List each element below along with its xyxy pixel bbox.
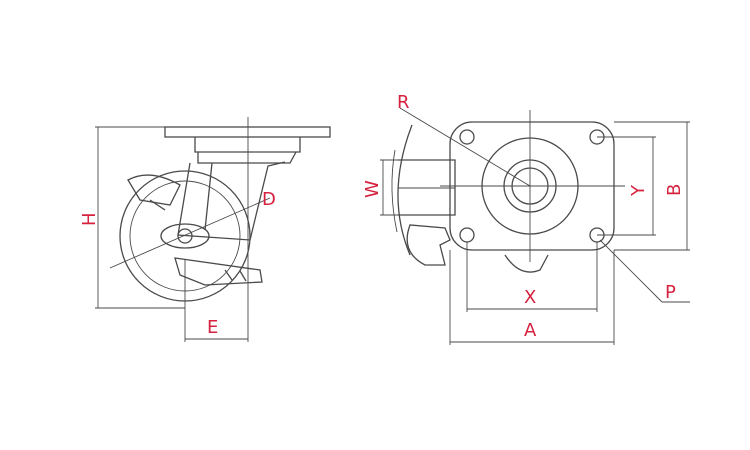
side-top-plate [164, 126, 331, 138]
label-e: E [207, 317, 218, 338]
side-view: H E D [79, 117, 331, 342]
top-view: R W Y B X A P [362, 92, 690, 345]
d-dim-line [109, 197, 271, 269]
side-swivel-lower [197, 151, 297, 164]
side-swivel-block [194, 137, 301, 153]
p-leader [599, 239, 663, 303]
label-a: A [524, 320, 537, 341]
r-leader [399, 107, 531, 187]
bolt-hole-bl [459, 227, 475, 243]
top-brake-hook [406, 224, 451, 266]
label-b: B [664, 184, 685, 196]
side-brake-upper-tab [149, 199, 166, 211]
side-brake-upper [127, 174, 181, 206]
side-axle-hub [160, 223, 210, 249]
label-y: Y [628, 184, 649, 197]
label-w: W [362, 180, 383, 198]
side-brake-pedal [174, 257, 263, 286]
bolt-hole-tl [459, 129, 475, 145]
side-axle [177, 228, 193, 244]
label-d: D [262, 189, 276, 210]
wheel-housing [398, 159, 456, 216]
label-x: X [524, 287, 536, 308]
label-p: P [665, 282, 676, 303]
side-brake-pedal-ribs [224, 269, 247, 282]
top-brake-foot [504, 254, 549, 273]
label-r: R [397, 92, 410, 113]
swing-inner-arc [391, 149, 398, 233]
side-fork-edge [204, 162, 213, 231]
label-h: H [79, 212, 100, 226]
swing-radius-arc [397, 124, 413, 256]
